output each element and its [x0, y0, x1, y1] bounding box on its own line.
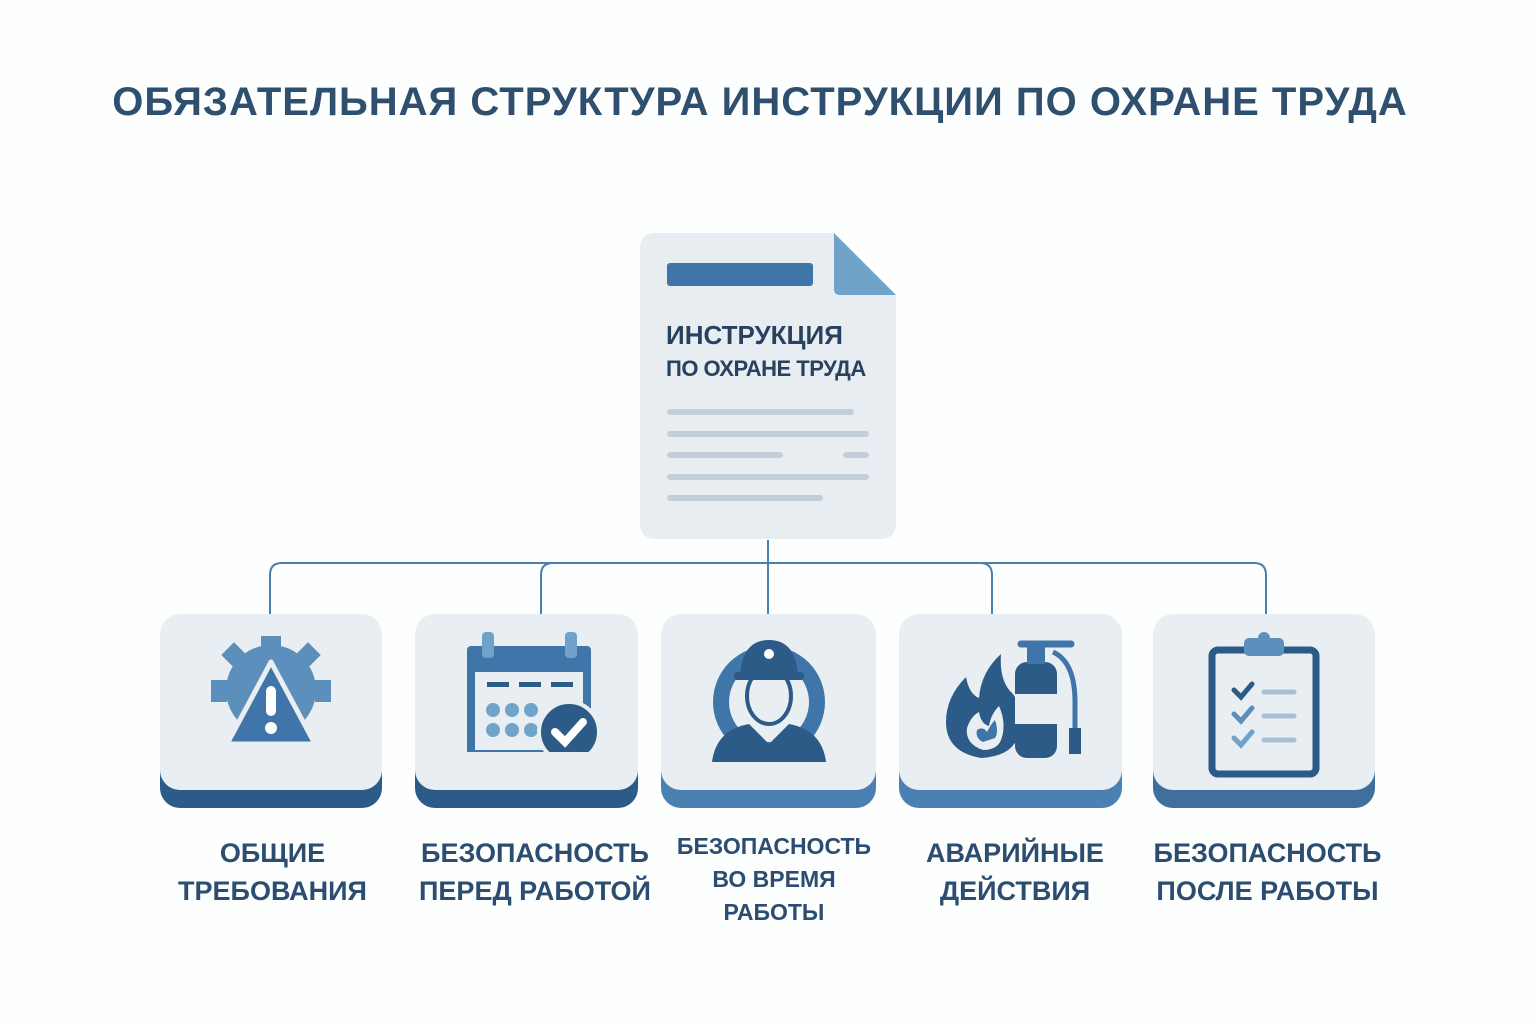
- page-title: ОБЯЗАТЕЛЬНАЯ СТРУКТУРА ИНСТРУКЦИИ ПО ОХР…: [112, 80, 1408, 124]
- document-title: ИНСТРУКЦИЯ ПО ОХРАНЕ ТРУДА: [666, 318, 866, 386]
- section-card-emergency: [899, 614, 1122, 808]
- worker-helmet-icon: [711, 640, 826, 762]
- document-icon: [640, 233, 896, 539]
- fire-extinguisher-icon: [945, 640, 1081, 758]
- document-title-line1: ИНСТРУКЦИЯ: [666, 320, 843, 350]
- section-card-after-work: [1153, 614, 1375, 808]
- section-label-before-work: БЕЗОПАСНОСТЬ ПЕРЕД РАБОТОЙ: [419, 838, 651, 906]
- section-card-general: [160, 614, 382, 808]
- clipboard-checklist-icon: [1208, 632, 1320, 778]
- section-label-emergency: АВАРИЙНЫЕ ДЕЙСТВИЯ: [926, 838, 1104, 906]
- section-label-during-work: БЕЗОПАСНОСТЬ ВО ВРЕМЯ РАБОТЫ: [676, 833, 872, 925]
- section-label-after-work: БЕЗОПАСНОСТЬ ПОСЛЕ РАБОТЫ: [1153, 838, 1382, 906]
- gear-warning-icon: [211, 636, 331, 747]
- section-label-general: ОБЩИЕ ТРЕБОВАНИЯ: [178, 838, 367, 906]
- document-title-line2: ПО ОХРАНЕ ТРУДА: [666, 356, 866, 381]
- calendar-check-icon: [466, 632, 597, 752]
- section-card-during-work: [661, 614, 876, 808]
- section-card-before-work: [415, 614, 638, 808]
